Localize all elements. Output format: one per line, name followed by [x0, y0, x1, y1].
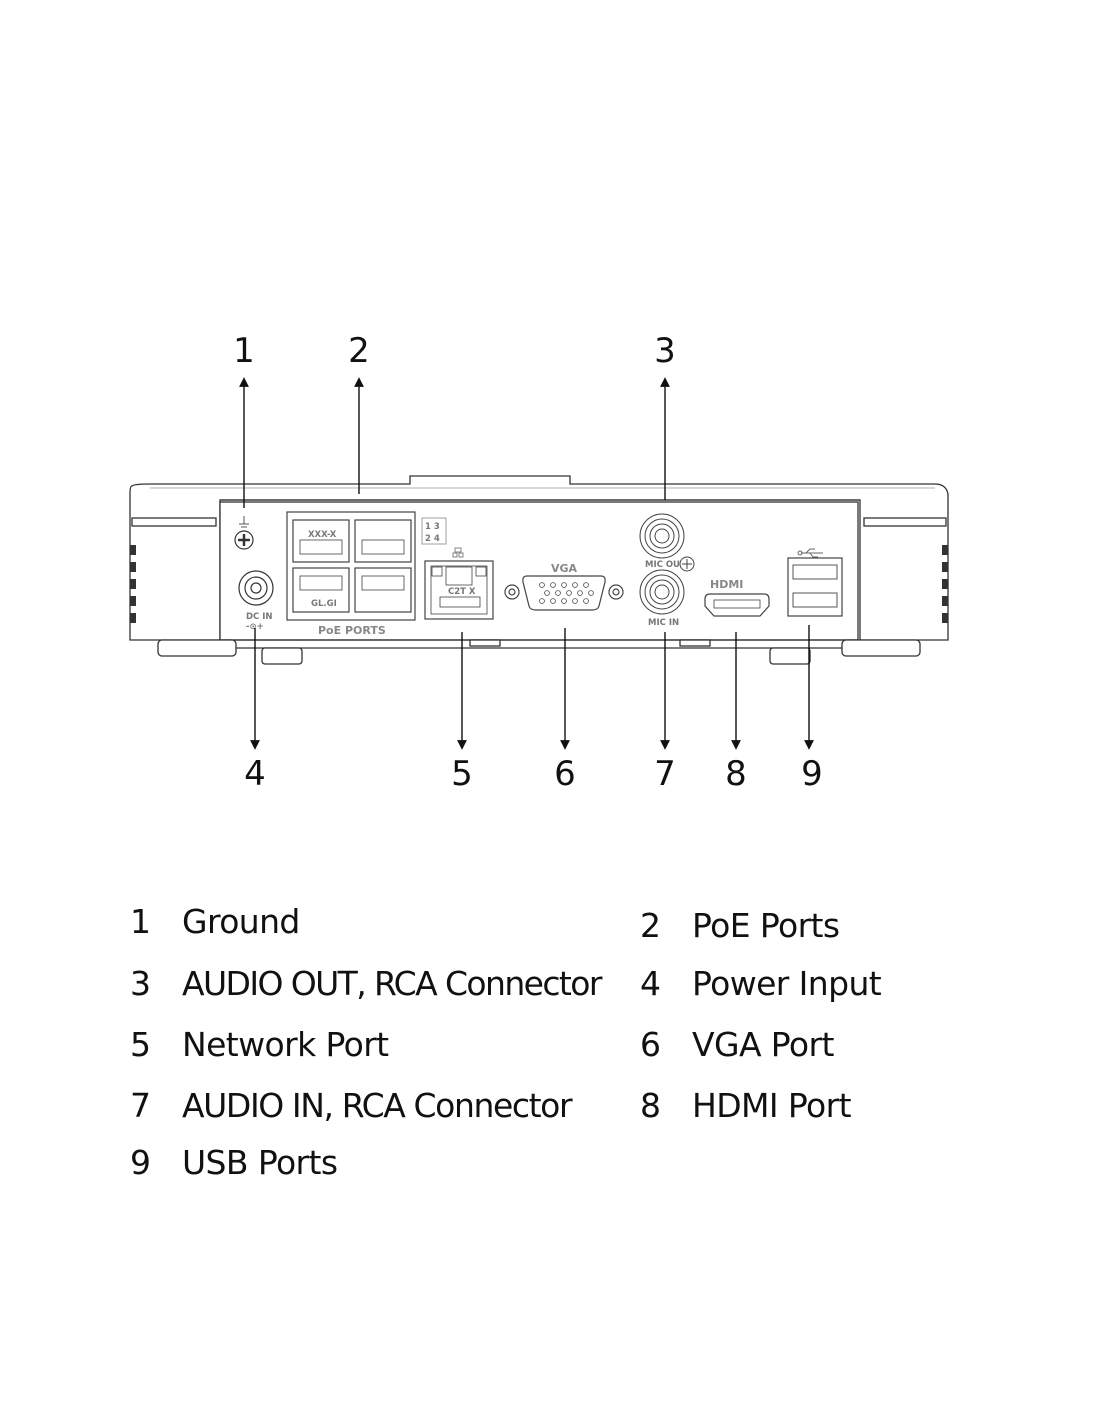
rear-panel-diagram: DC IN -⊙+ XXX-X GL.GI PoE PORTS 1 3 2 4 … [129, 331, 949, 794]
poe-port-label-top: XXX-X [308, 530, 337, 540]
legend-label: Network Port [182, 1025, 389, 1064]
legend-label: HDMI Port [692, 1086, 852, 1125]
legend-label: Ground [182, 902, 300, 941]
callout-number-7: 7 [654, 754, 676, 794]
rca-ground-screw [679, 556, 695, 572]
legend-number: 5 [130, 1025, 151, 1064]
legend-item: 3 AUDIO OUT, RCA Connector [130, 964, 602, 1003]
legend-label: AUDIO OUT, RCA Connector [182, 964, 602, 1003]
legend-item: 2 PoE Ports [640, 906, 840, 945]
dc-polarity-label: -⊙+ [246, 622, 264, 632]
legend-number: 9 [130, 1143, 151, 1182]
poe-ports-label: PoE PORTS [318, 624, 386, 637]
dc-input-jack [238, 570, 274, 606]
port-map-row2: 2 4 [425, 534, 440, 544]
legend-label: PoE Ports [692, 906, 840, 945]
legend-item: 5 Network Port [130, 1025, 389, 1064]
legend-item: 9 USB Ports [130, 1143, 338, 1182]
legend-number: 4 [640, 964, 661, 1003]
legend-number: 1 [130, 902, 151, 941]
callout-number-4: 4 [244, 754, 266, 794]
legend-number: 7 [130, 1086, 151, 1125]
legend-number: 2 [640, 906, 661, 945]
ground-screw [234, 530, 254, 550]
audio-in-rca [639, 569, 685, 615]
hdmi-label: HDMI [710, 578, 743, 591]
poe-ports-block [286, 511, 416, 621]
callout-lines [239, 377, 814, 750]
mic-in-label: MIC IN [648, 618, 679, 628]
network-icon [452, 547, 464, 558]
usb-icon [797, 548, 823, 558]
dc-in-label: DC IN [246, 612, 273, 622]
vga-port [504, 575, 624, 611]
callout-number-8: 8 [725, 754, 747, 794]
legend-number: 8 [640, 1086, 661, 1125]
callout-number-3: 3 [654, 331, 676, 371]
callout-number-5: 5 [451, 754, 473, 794]
usb-ports [787, 557, 843, 617]
port-map-row1: 1 3 [425, 522, 440, 532]
port-map: 1 3 2 4 [421, 517, 447, 545]
legend-label: Power Input [692, 964, 882, 1003]
poe-port-label-bottom: GL.GI [311, 599, 337, 609]
legend-label: VGA Port [692, 1025, 834, 1064]
callout-number-1: 1 [233, 331, 255, 371]
legend-item: 8 HDMI Port [640, 1086, 852, 1125]
mic-out-label: MIC OUT [645, 560, 686, 570]
legend-number: 6 [640, 1025, 661, 1064]
audio-out-rca [639, 513, 685, 559]
network-port [424, 560, 494, 620]
legend-number: 3 [130, 964, 151, 1003]
legend-item: 4 Power Input [640, 964, 882, 1003]
hdmi-port [704, 593, 770, 617]
network-port-label: C2T X [448, 587, 476, 597]
legend-label: USB Ports [182, 1143, 338, 1182]
ground-icon [239, 516, 249, 528]
callout-number-9: 9 [801, 754, 823, 794]
legend-item: 7 AUDIO IN, RCA Connector [130, 1086, 573, 1125]
callout-number-6: 6 [554, 754, 576, 794]
legend-label: AUDIO IN, RCA Connector [182, 1086, 573, 1125]
legend-item: 1 Ground [130, 902, 300, 941]
vga-label: VGA [551, 562, 578, 575]
callout-number-2: 2 [348, 331, 370, 371]
legend-item: 6 VGA Port [640, 1025, 834, 1064]
